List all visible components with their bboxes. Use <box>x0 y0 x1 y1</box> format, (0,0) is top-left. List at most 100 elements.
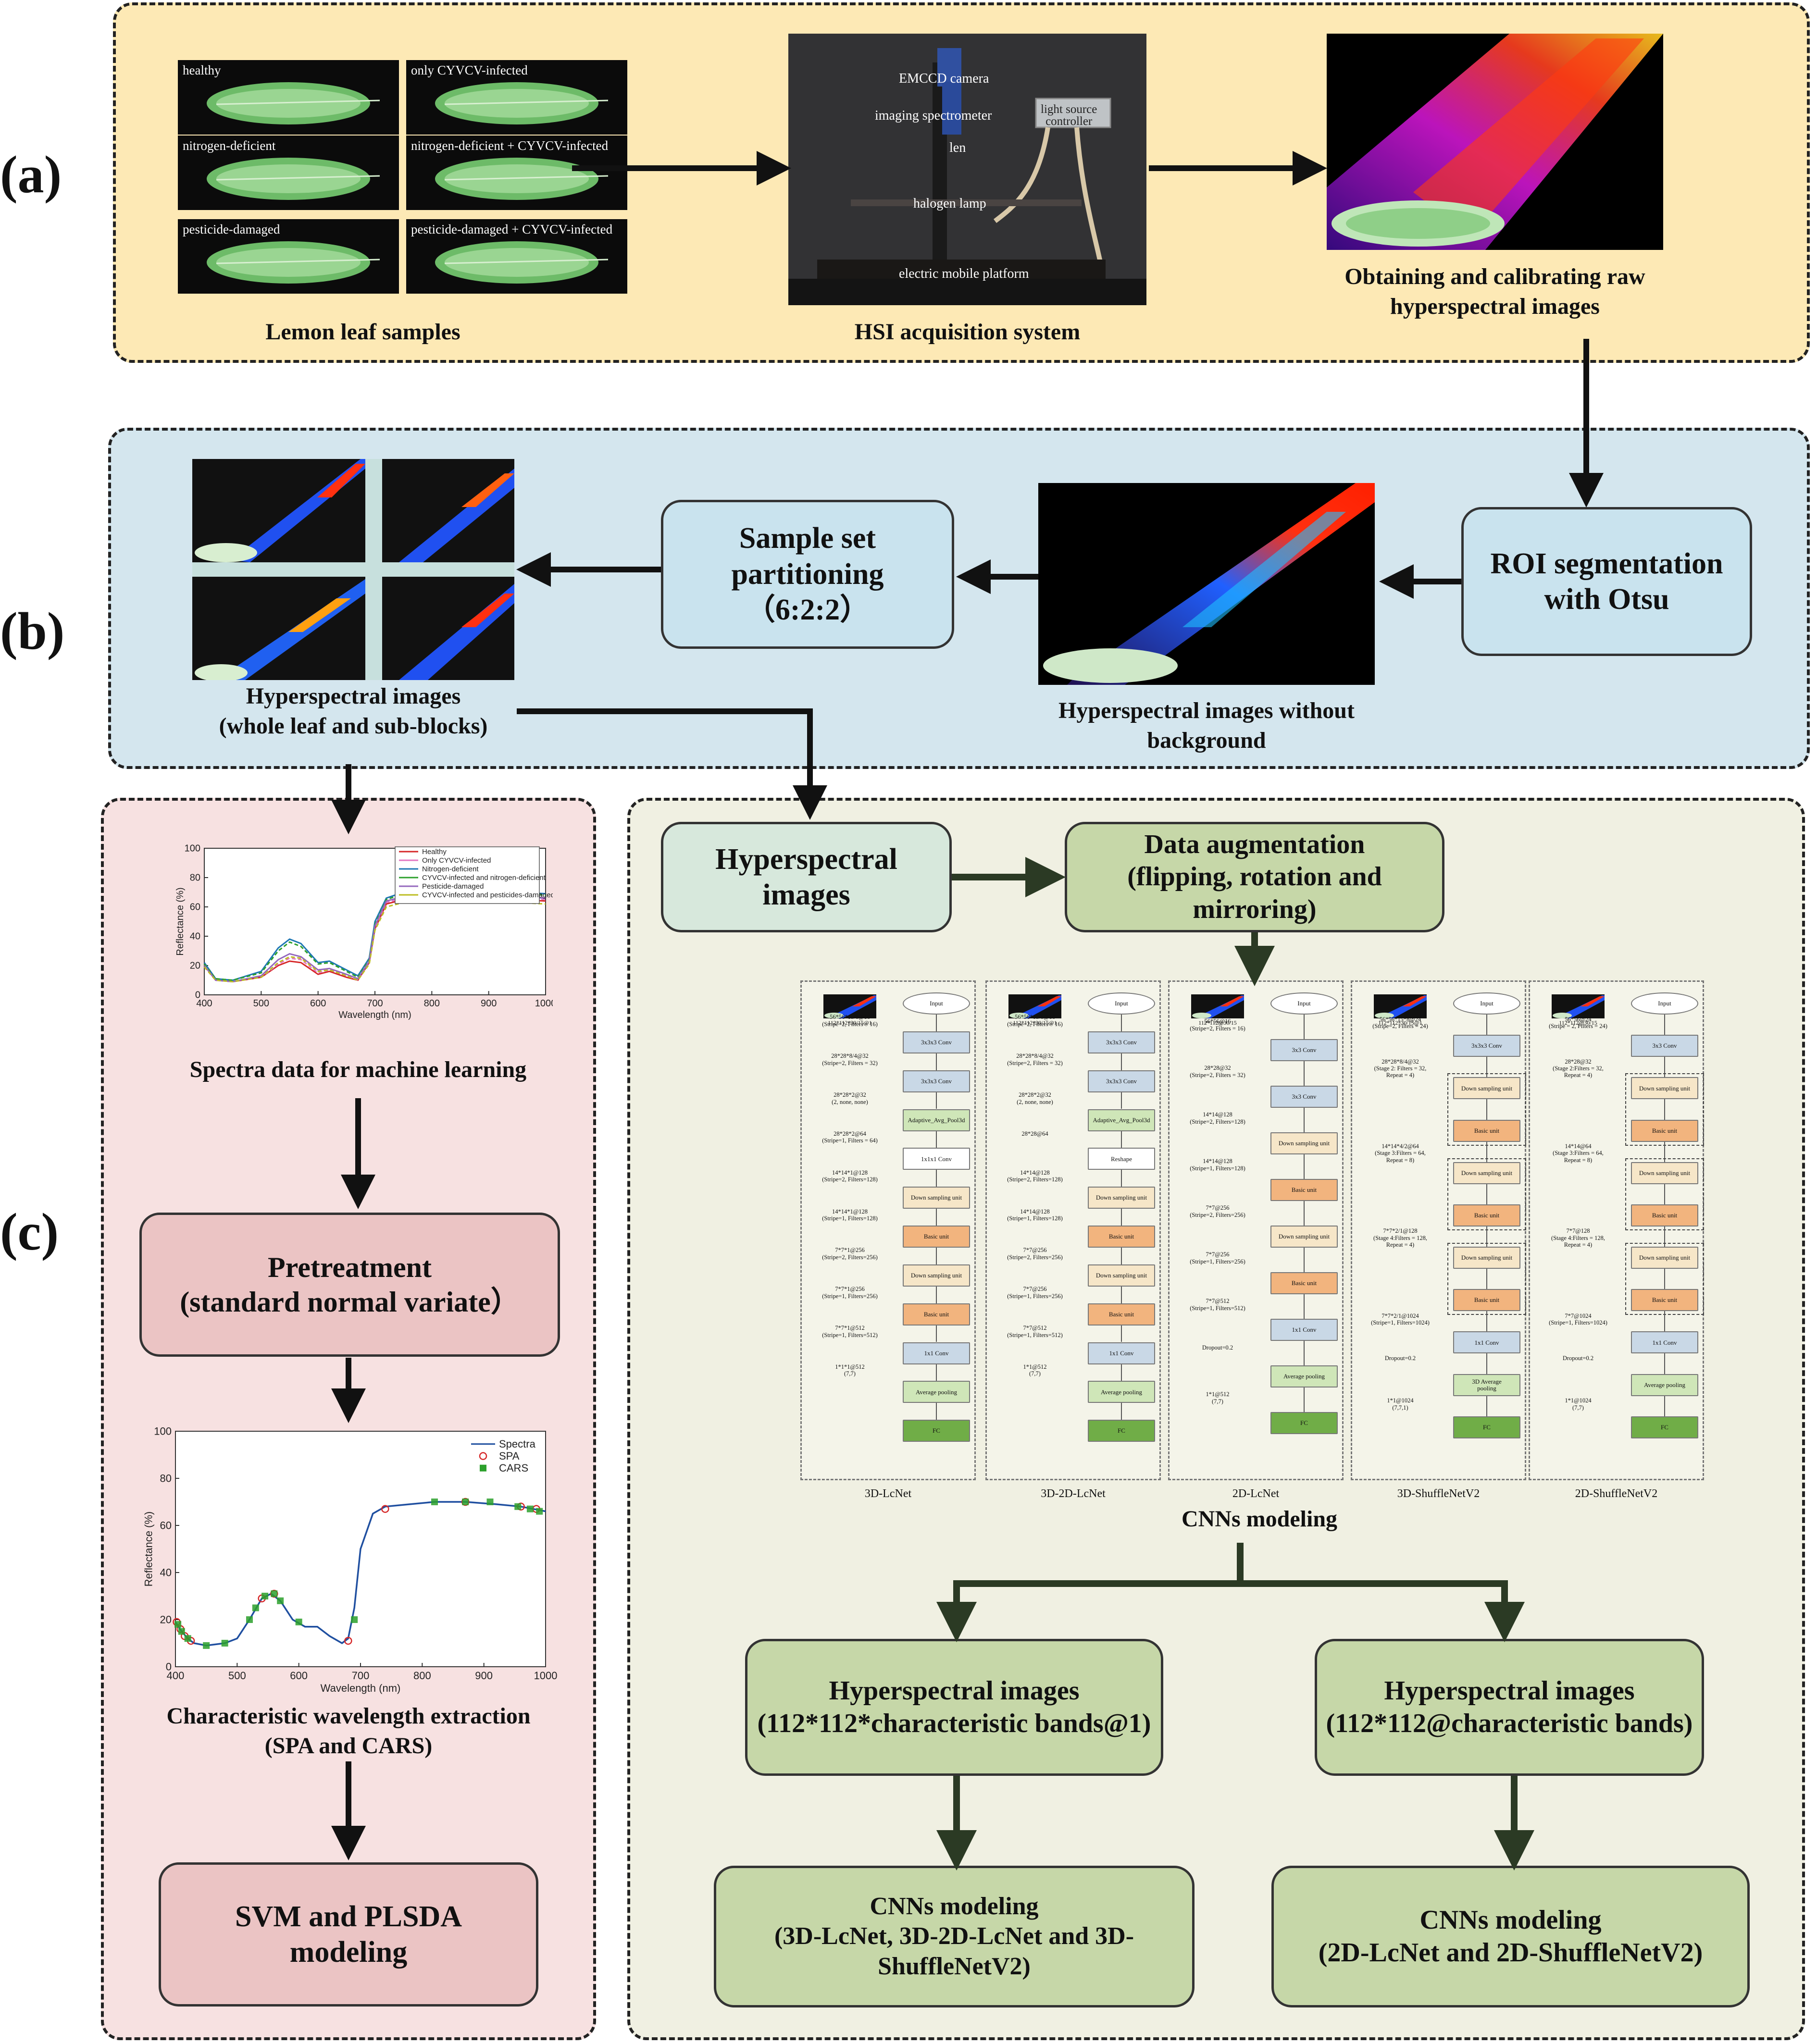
cars-point <box>351 1616 358 1623</box>
x-tick-label: 900 <box>481 998 497 1009</box>
layer-connector <box>1664 1311 1665 1332</box>
hyperspectral-images-box: Hyperspectral images <box>661 822 952 932</box>
layer-note: 1*1@512 (7,7) <box>1206 1391 1230 1405</box>
leaf-sample-0: healthy <box>178 60 399 135</box>
x-tick-label: 400 <box>167 1670 185 1682</box>
layer-down: Down sampling unit <box>1270 1226 1338 1248</box>
layer-note: 28*28@32 (Stage 2:Filters = 32, Repeat =… <box>1553 1058 1604 1079</box>
layer-note: 7*7@512 (Stripe=1, Filters=512) <box>1007 1325 1063 1338</box>
layer-note: 14*14*4/2@64 (Stage 3:Filters = 64, Repe… <box>1375 1143 1426 1164</box>
layer-note: 7*7@128 (Stage 4:Filters = 128, Repeat =… <box>1551 1227 1605 1249</box>
layer-note: 1*1@1024 (7,7) <box>1565 1397 1592 1411</box>
y-tick-label: 0 <box>195 990 200 1001</box>
y-axis-label: Reflectance (%) <box>143 1511 155 1587</box>
layer-connector <box>1304 1201 1305 1226</box>
y-tick-label: 80 <box>160 1472 172 1484</box>
svm-plsda-box: SVM and PLSDA modeling <box>159 1862 538 2007</box>
cnn-3d-models-box: CNNs modeling (3D-LcNet, 3D-2D-LcNet and… <box>714 1866 1195 2007</box>
layer-connector <box>1121 1015 1122 1031</box>
layer-pool: Average pooling <box>903 1381 970 1403</box>
layer-down: Down sampling unit <box>1631 1247 1698 1269</box>
layer-note: 7*7@256 (Stripe=1, Filters=256) <box>1007 1286 1063 1300</box>
spa-point <box>381 1505 389 1513</box>
sub-blocks-caption: Hyperspectral images (whole leaf and sub… <box>219 683 488 739</box>
cars-point <box>462 1499 469 1505</box>
leaf-label: only CYVCV-infected <box>411 63 528 77</box>
layer-pool: Adaptive_Avg_Pool3d <box>903 1109 970 1131</box>
layer-connector <box>1121 1403 1122 1420</box>
x-tick-label: 600 <box>310 998 326 1009</box>
layer-connector <box>1486 1141 1487 1162</box>
legend-label: Pesticide-damaged <box>422 882 484 891</box>
input-dim-label: 112*112@30/15 <box>1559 1019 1597 1026</box>
cars-point <box>184 1635 191 1642</box>
no-background-caption: Hyperspectral images without background <box>1058 698 1355 754</box>
layer-connector <box>1664 1141 1665 1162</box>
layer-note: Dropout=0.2 <box>1202 1344 1233 1351</box>
cars-point <box>526 1505 534 1512</box>
y-tick-label: 100 <box>185 843 200 854</box>
layer-connector <box>1664 1015 1665 1035</box>
cars-point <box>431 1499 438 1505</box>
leaf-label: healthy <box>183 63 221 77</box>
layer-connector <box>1304 1387 1305 1412</box>
cars-point <box>271 1590 278 1598</box>
spectra-caption: Spectra data for machine learning <box>189 1057 527 1082</box>
cars-point <box>174 1621 182 1628</box>
layer-input: Input <box>1453 992 1520 1015</box>
layer-connector <box>1121 1092 1122 1109</box>
layer-basic: Basic unit <box>1453 1119 1520 1142</box>
layer-connector <box>1304 1248 1305 1272</box>
layer-note: 56*56*15/8@16 (Stripe=2, Filters = 16) <box>822 1014 878 1028</box>
layer-connector <box>1121 1248 1122 1264</box>
hsi-caption: HSI acquisition system <box>854 319 1081 345</box>
layer-note: Dropout=0.2 <box>1384 1354 1416 1362</box>
section-label-b: (b) <box>0 602 65 660</box>
label-controller: light source controller <box>1041 103 1097 128</box>
layer-note: 14*14@128 (Stripe=1, Filters=128) <box>1190 1158 1245 1172</box>
legend-label: CYVCV-infected and pesticides-damaged <box>422 891 553 899</box>
layer-note: 28*28*2@32 (2, none, none) <box>1017 1091 1053 1105</box>
layer-connector <box>1304 1015 1305 1039</box>
layer-connector <box>936 1170 937 1187</box>
cars-point <box>261 1593 269 1599</box>
layer-note: 14*14*1@128 (Stripe=1, Filters=128) <box>822 1208 878 1222</box>
layer-basic: Basic unit <box>1631 1289 1698 1312</box>
label-platform: electric mobile platform <box>899 266 1029 281</box>
leaf-caption: Lemon leaf samples <box>265 319 460 345</box>
legend-swatch <box>479 1452 487 1460</box>
feature-caption: Characteristic wavelength extraction (SP… <box>166 1703 531 1759</box>
layer-conv: 1x1 Conv <box>1453 1331 1520 1354</box>
layer-connector <box>1486 1396 1487 1416</box>
layer-note: 14*14@128 (Stripe=1, Filters=128) <box>1007 1208 1063 1222</box>
layer-note: 56*56*15/8@16 (Stripe=2, Filters = 16) <box>1007 1014 1063 1028</box>
layer-fc: FC <box>1453 1416 1520 1438</box>
layer-connector <box>1121 1053 1122 1070</box>
cnn-modeling-caption: CNNs modeling <box>1181 1506 1338 1532</box>
layer-conv: 1x1 Conv <box>903 1342 970 1364</box>
spectra-chart: 4005006007008009001000020406080100Wavele… <box>175 843 553 1020</box>
cars-point <box>514 1503 522 1510</box>
layer-conv: 3x3 Conv <box>1270 1039 1338 1061</box>
layer-conv: 1x1 Conv <box>1270 1319 1338 1341</box>
cars-point <box>295 1618 302 1625</box>
data-augmentation-box: Data augmentation (flipping, rotation an… <box>1065 822 1444 932</box>
label-camera: EMCCD camera <box>899 71 989 86</box>
layer-note: Dropout=0.2 <box>1562 1354 1594 1362</box>
leaf-sample-5: pesticide-damaged + CYVCV-infected <box>406 219 627 294</box>
label-spectrometer: imaging spectrometer <box>875 108 992 123</box>
raw-caption: Obtaining and calibrating raw hyperspect… <box>1344 264 1645 320</box>
layer-connector <box>1664 1269 1665 1289</box>
layer-connector <box>1486 1057 1487 1078</box>
input-dim-label: 112*112*30/15@1 <box>1013 1019 1057 1026</box>
layer-down: Down sampling unit <box>1088 1187 1155 1209</box>
layer-conv: 1x1 Conv <box>1088 1342 1155 1364</box>
layer-down: Down sampling unit <box>903 1264 970 1287</box>
no-background-image <box>1038 483 1375 685</box>
y-tick-label: 40 <box>160 1566 172 1578</box>
layer-down: Down sampling unit <box>1631 1162 1698 1184</box>
layer-conv: 3x3 Conv <box>1631 1035 1698 1057</box>
leaf-sample-2: nitrogen-deficient <box>178 136 399 210</box>
